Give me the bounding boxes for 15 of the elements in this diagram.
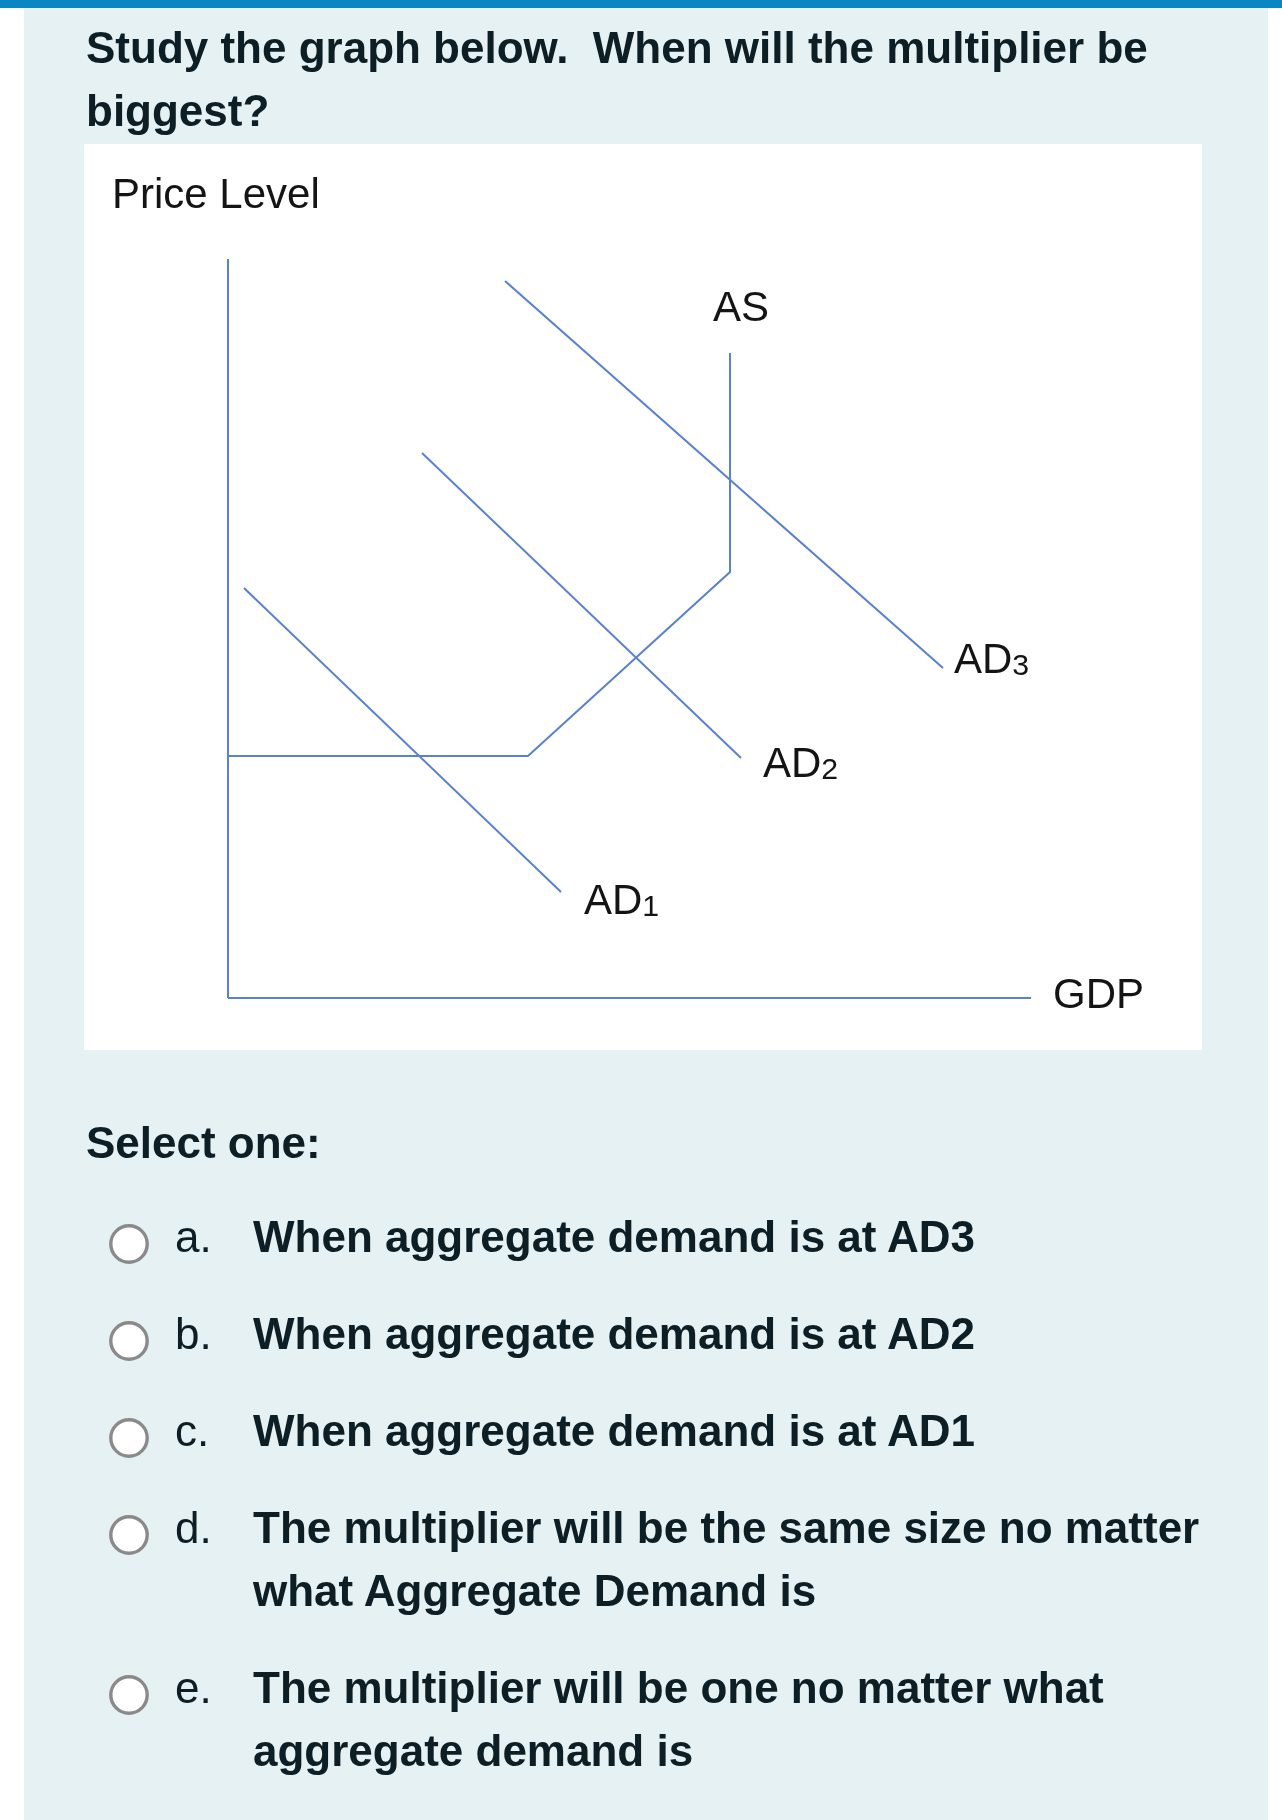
option-text: When aggregate demand is at AD3: [253, 1211, 977, 1263]
option-text: When aggregate demand is at AD1: [253, 1405, 977, 1457]
option-letter: c.: [175, 1405, 210, 1457]
option-letter: a.: [175, 1211, 212, 1263]
option-text: The multiplier will be one no matter what aggregate demand is: [253, 1662, 1105, 1777]
instruction-text: Select one:: [86, 1117, 321, 1169]
option-text: The multiplier will be the same size no matter what Aggregate Demand is: [253, 1502, 1201, 1617]
axis-label: Price Level: [112, 170, 320, 218]
option-letter: e.: [175, 1662, 212, 1714]
axis-label: GDP: [1053, 970, 1144, 1018]
question-text: Study the graph below. When will the multiplier be biggest?: [86, 22, 1149, 137]
curve-label: AS: [713, 283, 770, 331]
option-text: When aggregate demand is at AD2: [253, 1308, 977, 1360]
option-letter: d.: [175, 1502, 212, 1554]
option-letter: b.: [175, 1308, 212, 1360]
